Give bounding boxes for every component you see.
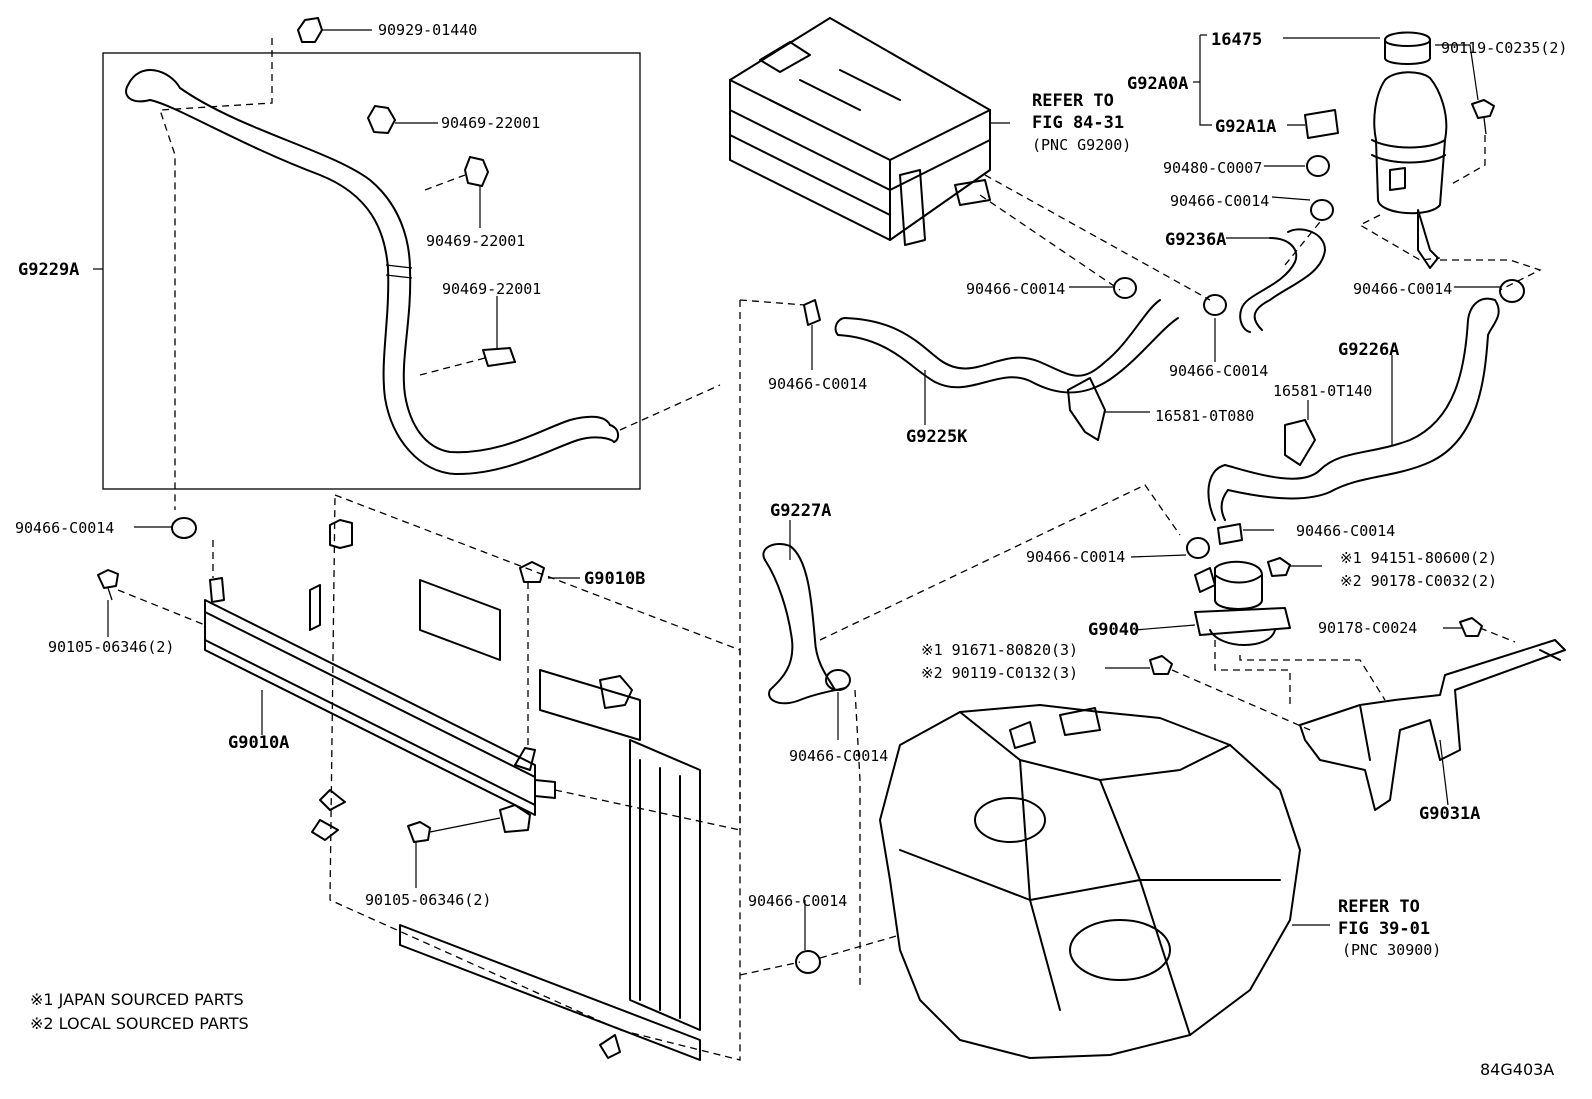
- callout-94151-80600: ※1 94151-80600(2): [1340, 549, 1497, 567]
- note-local-sourced: ※2 LOCAL SOURCED PARTS: [30, 1014, 249, 1033]
- callout-90119-c0132: ※2 90119-C0132(3): [921, 664, 1078, 682]
- callout-90178-c0032: ※2 90178-C0032(2): [1340, 572, 1497, 590]
- reservoir-tank: [1371, 31, 1448, 269]
- clamp-90466-c0014-r5: [1186, 537, 1210, 559]
- clamp-90466-c0014-r2: [1203, 294, 1227, 316]
- callout-90469-22001-b: 90469-22001: [426, 232, 525, 250]
- transaxle-assembly: [879, 704, 1301, 1059]
- clamp-90466-c0014-mid3: [825, 669, 851, 691]
- hose-g9225k: [834, 299, 1179, 394]
- plug-g9010b: [519, 561, 545, 583]
- callout-g9229a: G9229A: [18, 260, 79, 280]
- hose-g9226a: [1207, 297, 1500, 521]
- callout-90466-c0014-mid1: 90466-C0014: [966, 280, 1065, 298]
- callout-90178-c0024: 90178-C0024: [1318, 619, 1417, 637]
- figure-id: 84G403A: [1480, 1060, 1554, 1079]
- clamp-90466-c0014-mid2: [803, 299, 821, 326]
- callout-90119-c0235: 90119-C0235(2): [1441, 39, 1567, 57]
- bolt-90119-c0235: [1471, 99, 1495, 135]
- callout-16581-0t140: 16581-0T140: [1273, 382, 1372, 400]
- callout-g9236a: G9236A: [1165, 230, 1226, 250]
- callout-g92a0a: G92A0A: [1127, 74, 1188, 94]
- callout-90466-c0014-r1: 90466-C0014: [1170, 192, 1269, 210]
- bracket-g9031a: [1299, 639, 1566, 811]
- clamp-90466-c0014-r4: [1217, 523, 1243, 545]
- bracket-16581-0t080: [1067, 377, 1106, 441]
- callout-90466-c0014-left: 90466-C0014: [15, 519, 114, 537]
- callout-16475: 16475: [1211, 30, 1262, 50]
- hose-detail-frame: [102, 52, 641, 490]
- callout-g9227a: G9227A: [770, 501, 831, 521]
- callout-90469-22001-a: 90469-22001: [441, 114, 540, 132]
- callout-g92a1a: G92A1A: [1215, 117, 1276, 137]
- callout-g9031a: G9031A: [1419, 804, 1480, 824]
- clamp-90469-22001-a: [367, 105, 396, 134]
- callout-g9010a: G9010A: [228, 733, 289, 753]
- clamp-90469-22001-b: [464, 156, 489, 187]
- callout-90466-c0014-mid2: 90466-C0014: [768, 375, 867, 393]
- oil-cooler-g9010a: [204, 577, 556, 833]
- callout-pnc-g9200: (PNC G9200): [1032, 136, 1131, 154]
- hose-g9229a: [125, 69, 620, 476]
- callout-g9225k: G9225K: [906, 427, 968, 447]
- callout-90105-06346-a: 90105-06346(2): [48, 638, 174, 656]
- hose-g9236a: [1239, 228, 1326, 333]
- callout-g9010b: G9010B: [584, 569, 645, 589]
- bolt-90105-06346-b: [407, 817, 501, 843]
- clamp-90469-22001-c: [482, 347, 516, 367]
- callout-refer-to-2: REFER TO: [1338, 897, 1420, 917]
- clamp-90466-c0014-r1: [1310, 199, 1334, 221]
- callout-g9226a: G9226A: [1338, 340, 1399, 360]
- clamp-90466-c0014-mid1: [1113, 277, 1137, 299]
- radiator-assembly: [309, 494, 741, 1061]
- callout-91671-80820: ※1 91671-80820(3): [921, 641, 1078, 659]
- callout-90466-c0014-r4: 90466-C0014: [1296, 522, 1395, 540]
- callout-90105-06346-b: 90105-06346(2): [365, 891, 491, 909]
- note-japan-sourced: ※1 JAPAN SOURCED PARTS: [30, 990, 244, 1009]
- callout-fig-39-01: FIG 39-01: [1338, 919, 1430, 939]
- callout-refer-to-1: REFER TO: [1032, 91, 1114, 111]
- callout-90480-c0007: 90480-C0007: [1163, 159, 1262, 177]
- callout-90466-c0014-r3: 90466-C0014: [1353, 280, 1452, 298]
- clamp-90929-01440: [297, 17, 323, 43]
- clamp-90466-c0014-r3: [1499, 279, 1525, 303]
- callout-90466-c0014-mid3: 90466-C0014: [789, 747, 888, 765]
- clamp-90466-c0014-left: [171, 517, 197, 539]
- callout-pnc-30900: (PNC 30900): [1342, 941, 1441, 959]
- bolt-90105-06346-a: [97, 569, 119, 601]
- label-plate-g92a1a: [1304, 109, 1339, 139]
- callout-16581-0t080: 16581-0T080: [1155, 407, 1254, 425]
- callout-90469-22001-c: 90469-22001: [442, 280, 541, 298]
- clamp-90466-c0014-mid4: [795, 950, 821, 974]
- callout-90466-c0014-r2: 90466-C0014: [1169, 362, 1268, 380]
- callout-fig-84-31: FIG 84-31: [1032, 113, 1124, 133]
- callout-90466-c0014-r5: 90466-C0014: [1026, 548, 1125, 566]
- hose-g9227a: [762, 542, 846, 705]
- clip-16581-0t140: [1284, 419, 1316, 466]
- callout-90466-c0014-mid4: 90466-C0014: [748, 892, 847, 910]
- bolt-91671-80820: [1149, 655, 1173, 675]
- callout-90929-01440: 90929-01440: [378, 21, 477, 39]
- water-pump-g9040: [1194, 560, 1291, 646]
- callout-g9040: G9040: [1088, 620, 1139, 640]
- bolt-90178-c0024: [1459, 617, 1483, 637]
- inverter-assembly: [729, 17, 991, 246]
- bolt-94151-80600: [1267, 557, 1291, 577]
- cushion-90480-c0007: [1306, 155, 1330, 177]
